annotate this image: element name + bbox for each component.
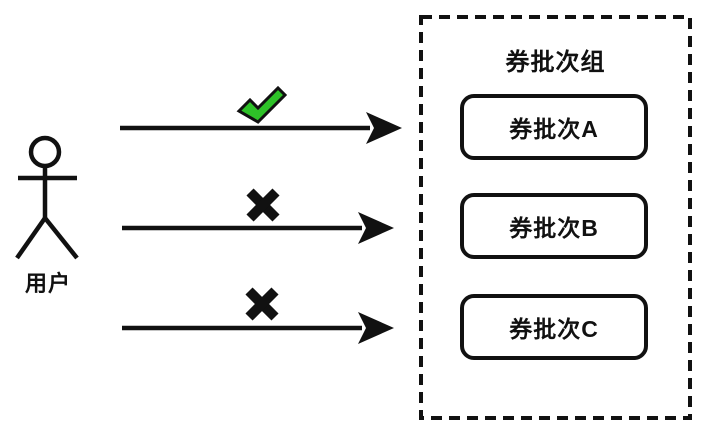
user-actor-icon [15,135,79,260]
arrow-to-batch-b [122,212,394,244]
batch-box-c-label: 券批次C [509,316,599,342]
batch-box-a-label: 券批次A [509,116,599,142]
x-icon [246,188,280,222]
arrowhead-icon [358,212,394,244]
arrow-to-batch-a [120,112,402,144]
batch-box-b-label: 券批次B [509,215,599,241]
group-title: 券批次组 [505,49,606,76]
check-icon [236,85,288,124]
arrowhead-icon [366,112,402,144]
batch-box-b: 券批次B [460,193,648,259]
coupon-group-border [419,15,692,420]
batch-box-a: 券批次A [460,94,648,160]
x-icon [245,287,279,321]
user-label: 用户 [24,271,71,296]
batch-box-c: 券批次C [460,294,648,360]
arrowhead-icon [358,312,394,344]
arrow-to-batch-c [122,312,394,344]
